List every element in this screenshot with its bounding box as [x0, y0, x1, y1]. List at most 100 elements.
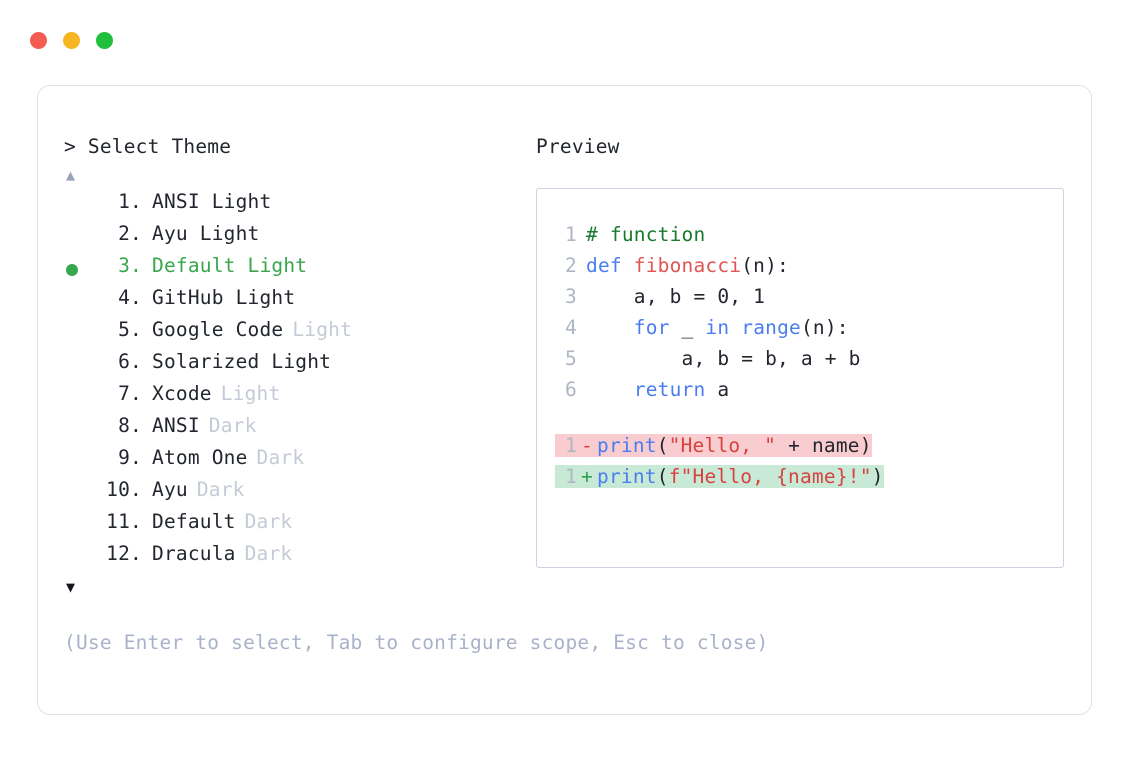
code-token-plain: a, b = b, a + b: [586, 347, 861, 370]
theme-item-variant: Dark: [244, 510, 293, 533]
code-token-punct: ): [871, 465, 884, 488]
theme-selector-card: > Select Theme ▲ 1. ANSI Light 2.Ayu Light…: [37, 85, 1092, 715]
code-token-builtin: range: [741, 316, 801, 339]
theme-item-label: Default Light: [152, 254, 308, 277]
diff-body: 1-print("Hello, " + name)1+print(f"Hello…: [537, 434, 1063, 496]
preview-heading: Preview: [536, 135, 620, 158]
code-token-comment: # function: [586, 223, 706, 246]
code-token-punct: (n):: [800, 316, 849, 339]
code-line-text: return a: [577, 378, 729, 401]
code-spacer: [537, 409, 1063, 434]
diff-line-removed: 1-print("Hello, " + name): [537, 434, 1063, 465]
theme-item-label: Google Code: [152, 318, 284, 341]
window-traffic-lights: [30, 32, 113, 49]
code-token-keyword: in: [705, 316, 742, 339]
theme-item-index: 6.: [118, 350, 142, 373]
diff-highlight: 1+print(f"Hello, {name}!"): [555, 465, 884, 488]
diff-line-text: print(f"Hello, {name}!"): [597, 465, 884, 488]
scroll-up-icon[interactable]: ▲: [66, 166, 76, 184]
code-token-plain: + name): [776, 434, 872, 457]
theme-item-index: 5.: [118, 318, 142, 341]
theme-item-variant: Light: [220, 382, 281, 405]
theme-list-item[interactable]: 4. GitHub Light: [64, 286, 534, 318]
close-button[interactable]: [30, 32, 47, 49]
code-token-keyword: for: [633, 316, 670, 339]
scroll-down-icon[interactable]: ▼: [66, 578, 76, 596]
theme-item-index: 7.: [118, 382, 142, 405]
theme-item-index: 12.: [106, 542, 142, 565]
code-token-string: f"Hello, {name}!": [668, 465, 872, 488]
theme-item-label: Solarized Light: [152, 350, 332, 373]
theme-item-label: Atom One: [152, 446, 248, 469]
maximize-button[interactable]: [96, 32, 113, 49]
code-line-text: a, b = 0, 1: [577, 285, 765, 308]
theme-item-index: 9.: [118, 446, 142, 469]
code-line-text: def fibonacci(n):: [577, 254, 789, 277]
prompt-heading: > Select Theme: [64, 135, 232, 158]
theme-list-item[interactable]: 2.Ayu Light: [64, 222, 534, 254]
theme-item-index: 3.: [118, 254, 142, 277]
line-number: 5: [565, 347, 577, 370]
code-line-text: for _ in range(n):: [577, 316, 849, 339]
line-number: 2: [565, 254, 577, 277]
code-token-punct: (: [656, 434, 669, 457]
code-token-plain: [586, 378, 634, 401]
theme-item-variant: Light: [292, 318, 353, 341]
code-token-plain: [586, 316, 634, 339]
line-number: 4: [565, 316, 577, 339]
diff-highlight: 1-print("Hello, " + name): [555, 434, 872, 457]
theme-list-item[interactable]: 7. Xcode Light: [64, 382, 534, 414]
theme-item-label: Default: [152, 510, 236, 533]
code-token-punct: (n):: [741, 254, 789, 277]
selected-indicator: [64, 264, 98, 276]
theme-list-item[interactable]: 12. Dracula Dark: [64, 542, 534, 574]
theme-selector-pane: > Select Theme ▲ 1. ANSI Light 2.Ayu Light…: [64, 132, 534, 600]
theme-item-index: 4.: [118, 286, 142, 309]
theme-item-label: Ayu: [152, 478, 188, 501]
code-token-plain: a, b = 0, 1: [586, 285, 766, 308]
keyboard-hint: (Use Enter to select, Tab to configure s…: [64, 631, 769, 654]
diff-line-number: 1: [565, 434, 577, 457]
theme-item-index: 8.: [118, 414, 142, 437]
theme-item-label: Xcode: [152, 382, 212, 405]
code-line-text: # function: [577, 223, 705, 246]
line-number: 1: [565, 223, 577, 246]
selected-dot-icon: [66, 264, 78, 276]
code-line: 6 return a: [537, 378, 1063, 409]
code-token-punct: (: [656, 465, 669, 488]
theme-item-label: Ayu Light: [152, 222, 260, 245]
theme-list-item[interactable]: 3. Default Light: [64, 254, 534, 286]
code-token-func: fibonacci: [633, 254, 742, 277]
diff-line-text: print("Hello, " + name): [597, 434, 872, 457]
theme-item-index: 1.: [118, 190, 142, 213]
theme-list-item[interactable]: 6. Solarized Light: [64, 350, 534, 382]
theme-item-variant: Dark: [244, 542, 293, 565]
code-line: 5 a, b = b, a + b: [537, 347, 1063, 378]
diff-line-added: 1+print(f"Hello, {name}!"): [537, 465, 1063, 496]
theme-item-label: Dracula: [152, 542, 236, 565]
diff-marker-icon: -: [581, 434, 593, 457]
code-token-keyword: return: [633, 378, 706, 401]
theme-list-item[interactable]: 1. ANSI Light: [64, 190, 534, 222]
code-line: 4 for _ in range(n):: [537, 316, 1063, 347]
theme-item-label: ANSI Light: [152, 190, 272, 213]
theme-list-item[interactable]: 5. Google Code Light: [64, 318, 534, 350]
code-token-keyword: def: [586, 254, 634, 277]
theme-item-index: 10.: [106, 478, 142, 501]
theme-item-label: GitHub Light: [152, 286, 296, 309]
code-token-builtin: print: [597, 434, 657, 457]
code-token-plain: _: [669, 316, 706, 339]
minimize-button[interactable]: [63, 32, 80, 49]
line-number: 6: [565, 378, 577, 401]
diff-line-number: 1: [565, 465, 577, 488]
code-token-string: "Hello, ": [668, 434, 777, 457]
